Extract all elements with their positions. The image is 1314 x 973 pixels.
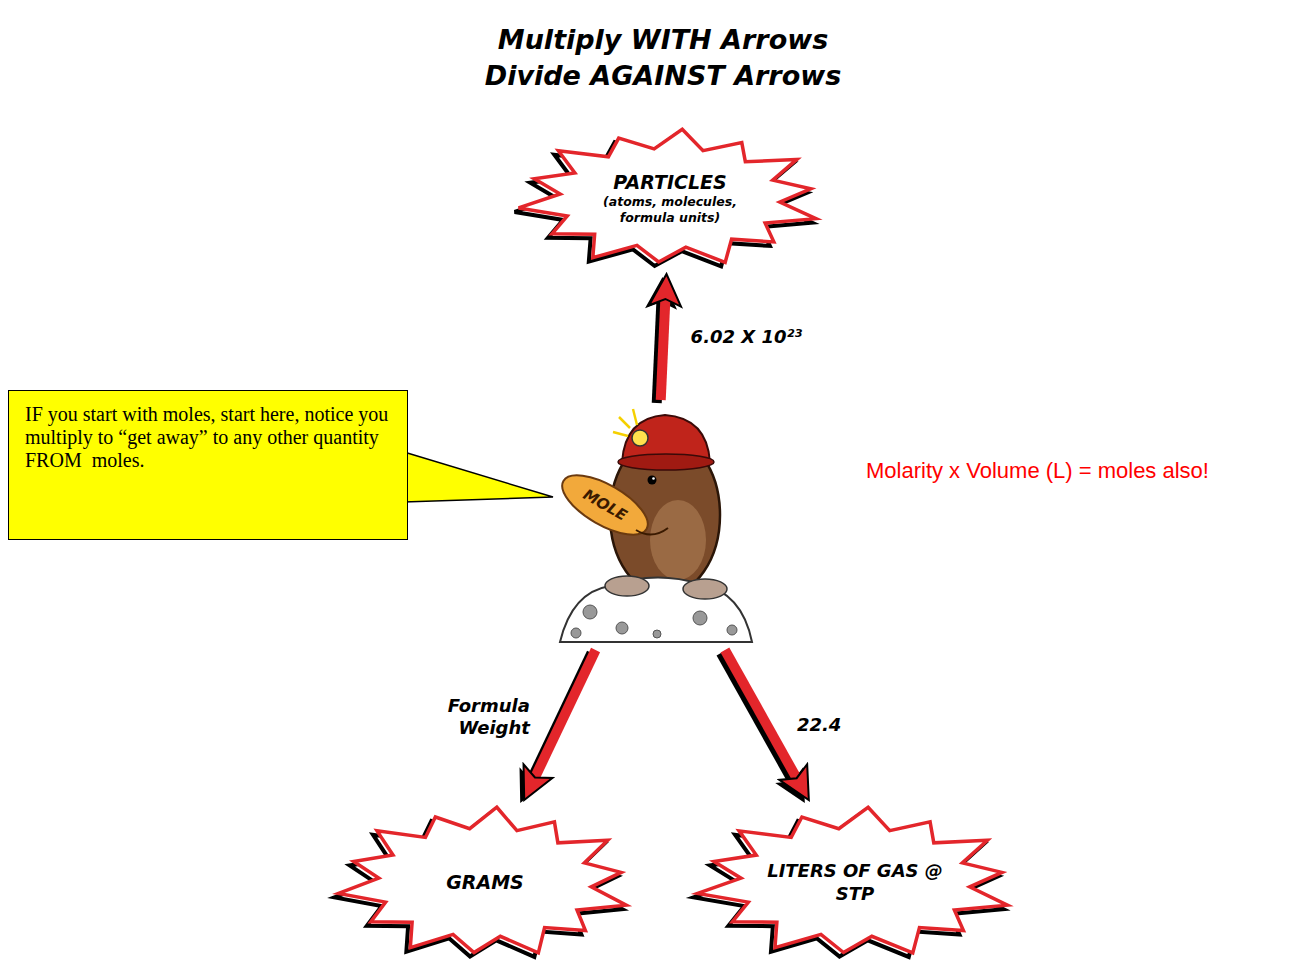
mole-nose-text: MOLE (580, 485, 630, 524)
dirt-rock (653, 630, 661, 638)
lamp-ray (613, 432, 628, 436)
starburst-node: GRAMS (330, 800, 640, 965)
title: Multiply WITH Arrows Divide AGAINST Arro… (468, 22, 858, 95)
dirt-rock (693, 611, 707, 625)
connectors (525, 286, 803, 793)
mole-nose (553, 464, 656, 547)
note-text: Molarity x Volume (L) = moles also! (866, 458, 1209, 484)
mole-eye (648, 476, 657, 485)
dirt-rock (616, 622, 628, 634)
mole-paw (683, 579, 727, 599)
hat-lamp (632, 430, 648, 446)
arrow-connector (529, 650, 595, 789)
starburst-node: LITERS OF GAS @ STP (689, 800, 1022, 965)
starburst-border (697, 807, 1007, 953)
callout-tail (404, 452, 553, 502)
dirt-rock (571, 628, 581, 638)
arrow-group (525, 650, 595, 792)
dirt-mound (560, 577, 752, 642)
node-text-group: LITERS OF GAS @ STP (760, 860, 950, 905)
mole-belly (650, 500, 706, 580)
node-text-group: GRAMS (446, 871, 524, 895)
arrow-connector (661, 286, 666, 400)
arrow-connector (725, 650, 803, 790)
dirt-rock (583, 605, 597, 619)
mole-paw (605, 576, 649, 596)
mole-mascot: MOLE (555, 400, 755, 650)
node-subtext: (atoms, molecules, formula units) (595, 194, 745, 225)
edge-label: Formula Weight (433, 695, 532, 740)
callout-text: IF you start with moles, start here, not… (25, 403, 391, 472)
node-heading: GRAMS (446, 871, 524, 895)
starburst-node: PARTICLES(atoms, molecules, formula unit… (510, 122, 830, 274)
node-heading: LITERS OF GAS @ STP (760, 860, 950, 905)
lamp-ray (633, 409, 637, 425)
edge-label: 22.4 (795, 714, 843, 737)
node-text-group: PARTICLES(atoms, molecules, formula unit… (595, 171, 745, 226)
starburst-border (339, 807, 627, 953)
eye-shine (652, 477, 655, 480)
hat-brim (618, 454, 714, 470)
arrow-group (721, 650, 803, 793)
lamp-ray (619, 417, 630, 428)
node-heading: PARTICLES (613, 171, 726, 195)
arrow-group (657, 286, 666, 403)
callout-pointer (404, 452, 553, 502)
dirt-rock (727, 625, 737, 635)
callout-box: IF you start with moles, start here, not… (8, 390, 408, 540)
edge-label: 6.02 X 10²³ (689, 326, 805, 349)
starburst-border (519, 129, 816, 262)
mole-illustration (553, 409, 752, 642)
mole-smile (636, 528, 668, 535)
